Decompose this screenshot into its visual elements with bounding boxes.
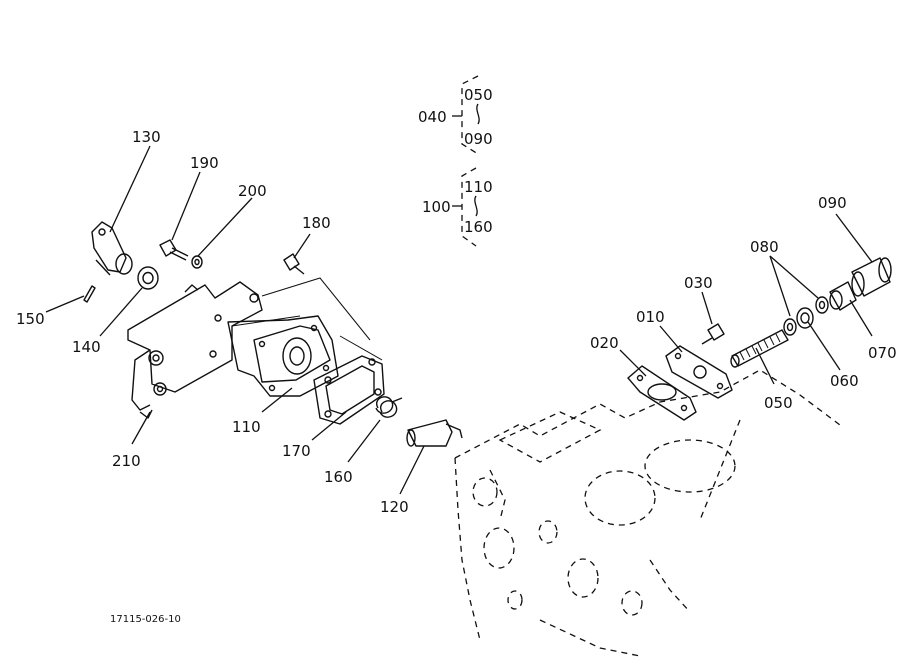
washer-part <box>191 255 203 269</box>
label-190: 190 <box>190 154 219 172</box>
label-020: 020 <box>590 334 619 352</box>
label-200: 200 <box>238 182 267 200</box>
alignment-lines <box>231 277 383 361</box>
gasket-part <box>313 355 385 425</box>
bracket-part <box>127 281 263 419</box>
label-040: 040 <box>418 108 447 126</box>
label-070: 070 <box>868 344 897 362</box>
label-080: 080 <box>750 238 779 256</box>
label-150: 150 <box>16 310 45 328</box>
washer-nut-set <box>783 281 857 336</box>
part-labels: 130 190 200 180 150 140 210 110 170 160 … <box>16 86 897 625</box>
label-110: 110 <box>232 418 261 436</box>
engine-block <box>454 369 841 657</box>
label-180: 180 <box>302 214 331 232</box>
bolt-030-part <box>701 323 725 345</box>
group-bracket-040 <box>452 75 480 155</box>
adjusting-screw-part <box>730 329 789 368</box>
cap-part <box>851 257 892 297</box>
label-010: 010 <box>636 308 665 326</box>
label-group-100-to: 160 <box>464 218 493 236</box>
label-090: 090 <box>818 194 847 212</box>
label-120: 120 <box>380 498 409 516</box>
label-130: 130 <box>132 128 161 146</box>
label-050: 050 <box>764 394 793 412</box>
label-group-040-to: 090 <box>464 130 493 148</box>
shaft-part <box>406 419 463 447</box>
label-group-040-from: 050 <box>464 86 493 104</box>
bolt-part <box>159 239 189 261</box>
leader-lines <box>45 145 873 495</box>
drawing-number: 17115-026-10 <box>110 614 181 625</box>
housing-part <box>227 315 339 397</box>
label-170: 170 <box>282 442 311 460</box>
screw-part <box>283 253 305 275</box>
label-210: 210 <box>112 452 141 470</box>
label-160: 160 <box>324 468 353 486</box>
spring-part <box>375 396 403 418</box>
pin-part <box>83 285 96 303</box>
label-group-100-from: 110 <box>464 178 493 196</box>
label-030: 030 <box>684 274 713 292</box>
plate-010-part <box>665 345 733 399</box>
lever-part <box>91 221 133 276</box>
gasket-020-part <box>627 365 697 421</box>
label-140: 140 <box>72 338 101 356</box>
label-060: 060 <box>830 372 859 390</box>
bushing-part <box>137 266 159 290</box>
label-100: 100 <box>422 198 451 216</box>
group-bracket-100 <box>452 167 478 247</box>
